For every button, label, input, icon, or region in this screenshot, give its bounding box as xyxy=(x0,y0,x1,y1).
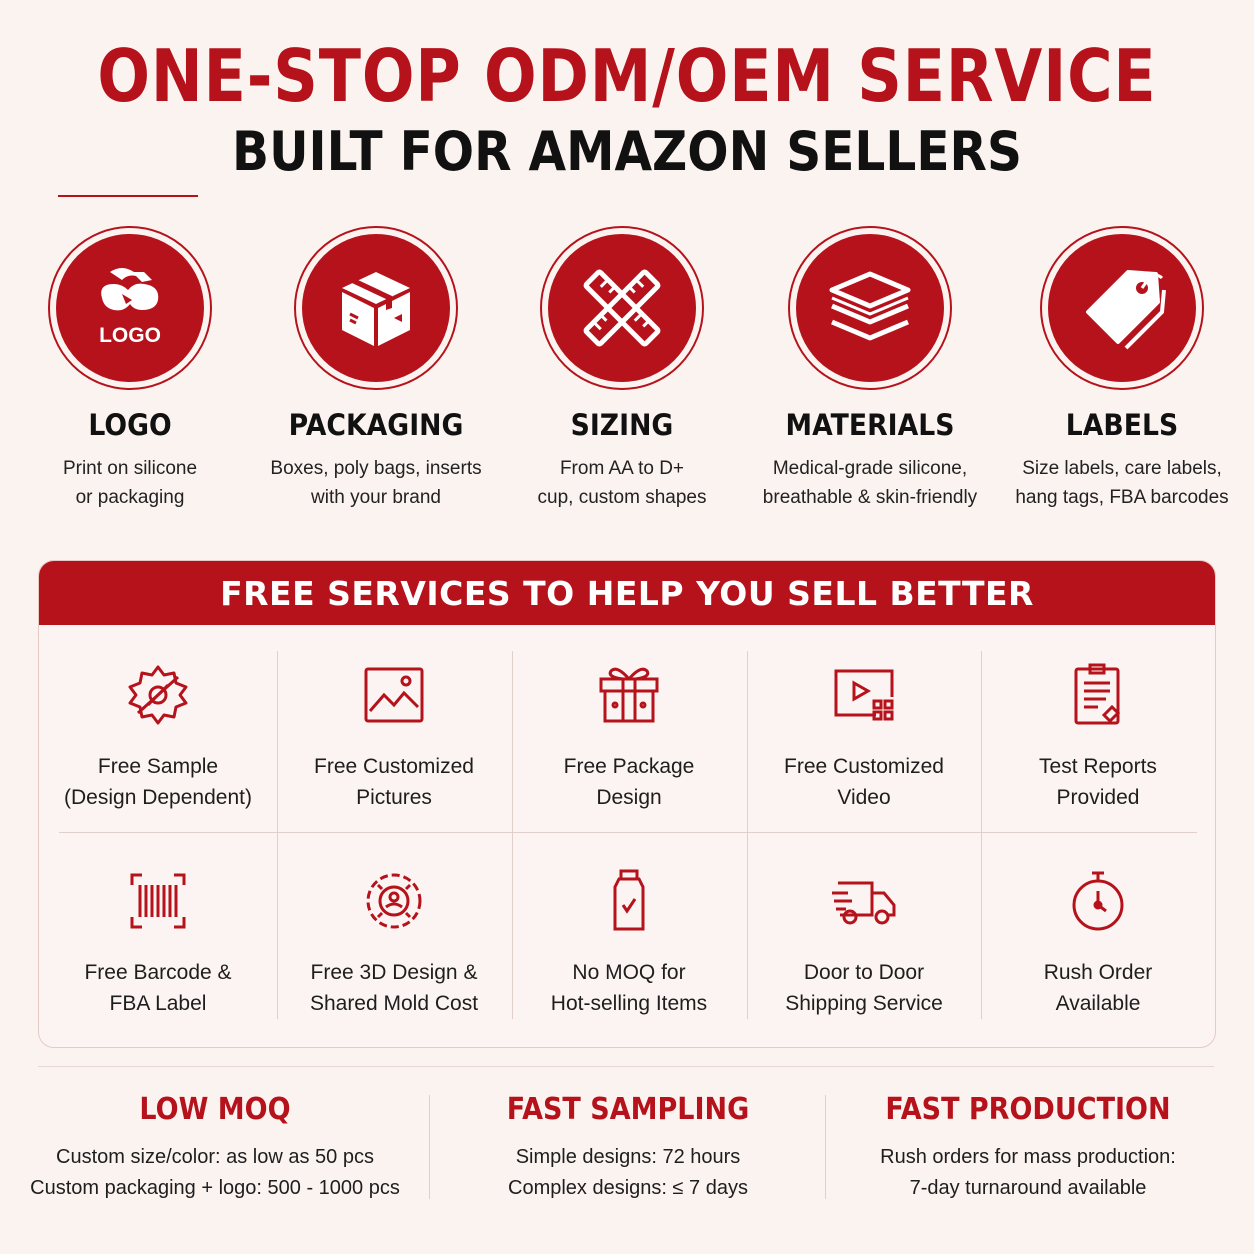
page-title: ONE-STOP ODM/OEM SERVICE xyxy=(97,34,1157,118)
ruler-icon xyxy=(583,269,661,347)
sample-icon xyxy=(128,665,188,725)
stopwatch-icon xyxy=(1072,871,1124,931)
report-icon xyxy=(1074,663,1121,725)
stat-divider xyxy=(429,1095,430,1199)
video-icon xyxy=(834,669,894,721)
truck-icon xyxy=(832,881,896,925)
bottle-icon xyxy=(613,869,645,931)
stat-fast-sampling: FAST SAMPLING Simple designs: 72 hours C… xyxy=(506,1092,750,1199)
labels-icon-circle xyxy=(1040,226,1204,390)
stat-divider xyxy=(825,1095,826,1199)
services-grid: Free Sample(Design Dependent) Free Custo… xyxy=(59,651,1197,1019)
picture-icon xyxy=(364,667,424,723)
logo-icon: LOGO xyxy=(99,268,161,347)
box-icon xyxy=(342,272,410,346)
custom-title-sizing: SIZING xyxy=(570,408,674,442)
mold-icon xyxy=(366,873,422,929)
custom-desc-sizing: From AA to D+cup, custom shapes xyxy=(537,458,707,508)
sizing-icon-circle xyxy=(540,226,704,390)
custom-title-logo: LOGO xyxy=(88,408,172,442)
free-services-panel: FREE SERVICES TO HELP YOU SELL BETTER Fr… xyxy=(38,560,1216,1048)
service-free-sample: Free Sample(Design Dependent) xyxy=(41,661,275,845)
page-subtitle: BUILT FOR AMAZON SELLERS xyxy=(232,120,1022,183)
custom-title-materials: MATERIALS xyxy=(785,408,955,442)
custom-desc-materials: Medical-grade silicone,breathable & skin… xyxy=(762,458,978,508)
packaging-icon-circle xyxy=(294,226,458,390)
custom-title-labels: LABELS xyxy=(1065,408,1179,442)
custom-item-materials: MATERIALS Medical-grade silicone,breatha… xyxy=(745,226,995,512)
accent-rule xyxy=(58,195,198,197)
layers-icon xyxy=(829,271,911,341)
custom-item-sizing: SIZING From AA to D+cup, custom shapes xyxy=(497,226,747,512)
gift-icon xyxy=(599,667,659,723)
logo-icon-text: LOGO xyxy=(99,324,161,347)
bottom-divider xyxy=(38,1066,1214,1067)
stat-low-moq: LOW MOQ Custom size/color: as low as 50 … xyxy=(30,1092,400,1199)
barcode-icon xyxy=(130,873,186,929)
free-services-title: FREE SERVICES TO HELP YOU SELL BETTER xyxy=(39,561,1215,625)
service-free-3d-design: Free 3D Design &Shared Mold Cost xyxy=(277,867,511,1047)
custom-title-packaging: PACKAGING xyxy=(288,408,464,442)
stat-fast-production: FAST PRODUCTION Rush orders for mass pro… xyxy=(880,1092,1176,1199)
custom-desc-labels: Size labels, care labels,hang tags, FBA … xyxy=(1015,458,1229,508)
materials-icon-circle xyxy=(788,226,952,390)
custom-item-labels: LABELS Size labels, care labels,hang tag… xyxy=(997,226,1247,512)
service-free-barcode: Free Barcode &FBA Label xyxy=(41,867,275,1047)
tag-icon xyxy=(1086,270,1166,350)
logo-icon-circle: LOGO xyxy=(48,226,212,390)
